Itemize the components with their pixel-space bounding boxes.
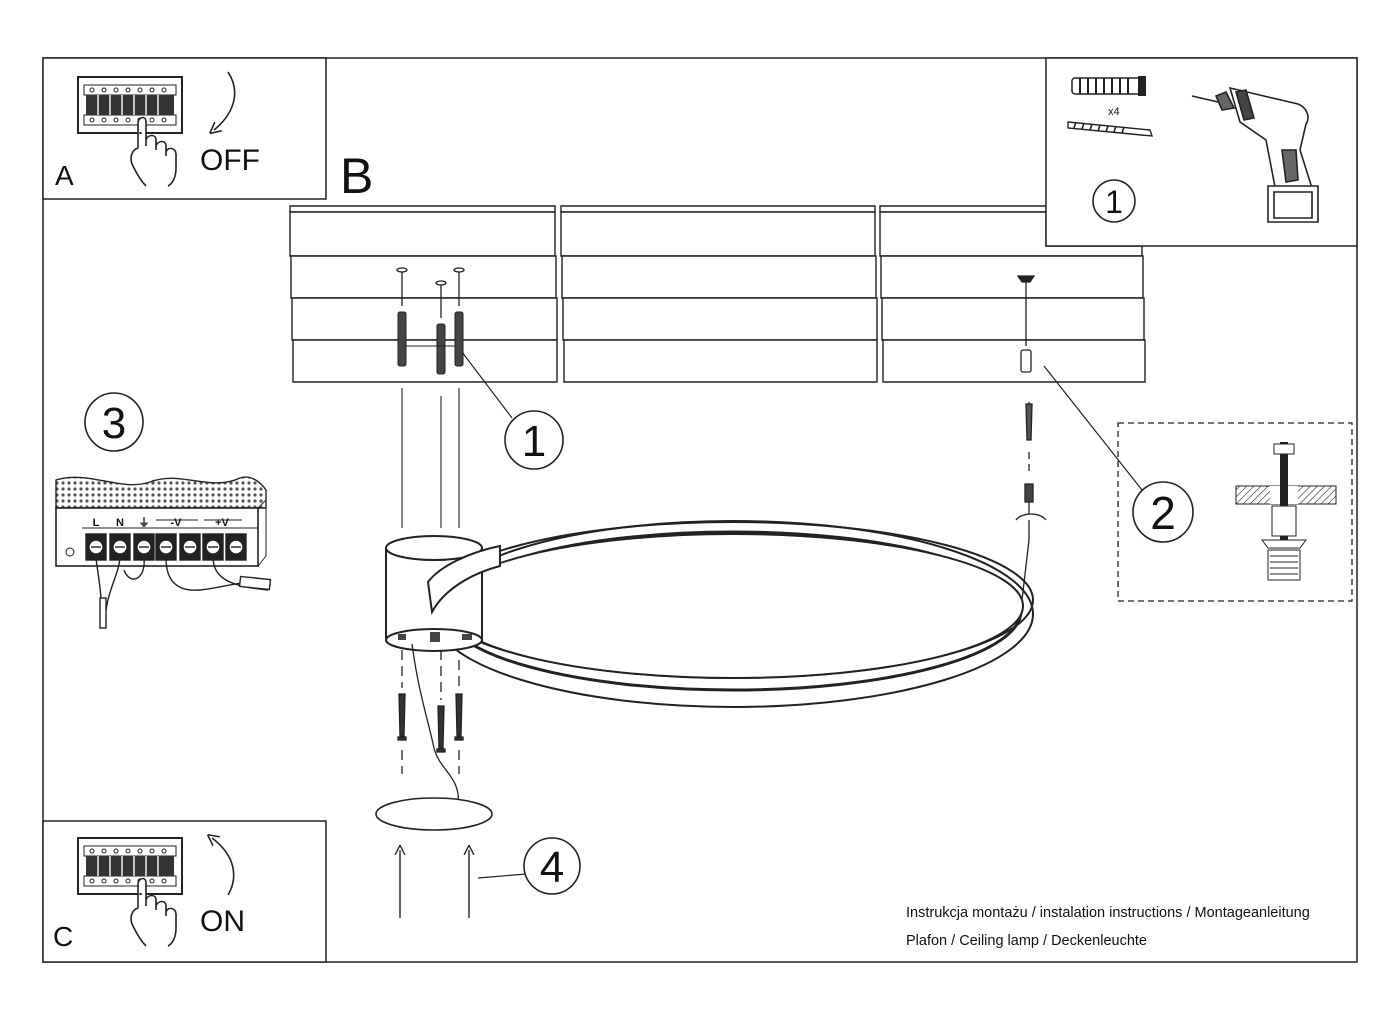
callout-1	[1092, 179, 1136, 223]
terminal-plus-v-label: +V	[215, 517, 229, 529]
panel-a-letter: A	[55, 160, 74, 191]
footer-title: Instrukcja montażu / instalation instruc…	[906, 905, 1310, 921]
callout-4-number: 4	[540, 843, 564, 892]
panel-a-switch-off: A OFF	[42, 57, 327, 200]
terminal-wires	[95, 557, 272, 629]
panel-b-letter: B	[340, 148, 373, 204]
cable-anchor	[1015, 275, 1047, 540]
lift-arrows	[400, 850, 469, 918]
kit-box: x4 1	[1045, 57, 1358, 247]
ring-lamp	[385, 520, 1034, 708]
wall-plug-icon	[1071, 76, 1146, 96]
cable-right	[1021, 539, 1030, 601]
callout-3-number: 3	[102, 399, 126, 448]
terminal-block: L N ⏚ -V +V	[55, 476, 272, 629]
ceiling-boards	[289, 205, 1146, 383]
ceiling-opening	[375, 797, 493, 831]
switch-on-label: ON	[200, 905, 245, 938]
callout-2-number: 2	[1150, 487, 1176, 539]
power-cable	[411, 643, 460, 809]
panel-c-letter: C	[53, 921, 73, 952]
callout-4-leader	[477, 873, 527, 879]
screw-icon	[1067, 121, 1154, 137]
outer-frame	[42, 57, 1358, 963]
callout-1-leader	[461, 351, 513, 419]
callout-1	[504, 410, 564, 470]
terminal-l-label: L	[93, 517, 100, 529]
callout-2-leader	[1043, 365, 1143, 491]
breaker-panel-icon	[77, 837, 183, 895]
terminal-minus-v-label: -V	[171, 517, 183, 529]
drill-icon	[1191, 86, 1319, 223]
panel-c-switch-on: C ON	[42, 820, 327, 963]
callout-2	[1132, 481, 1194, 543]
detail-anchor-box	[1117, 422, 1353, 602]
terminal-ground-label: ⏚	[139, 516, 150, 529]
mounting-guides	[401, 388, 460, 528]
arrow-up-icon	[212, 838, 235, 896]
kit-quantity: x4	[1108, 106, 1120, 118]
ceiling-screws	[396, 267, 465, 318]
footer-subtitle: Plafon / Ceiling lamp / Deckenleuchte	[906, 933, 1147, 949]
hand-icon	[130, 877, 177, 947]
callout-4	[523, 837, 581, 895]
wall-plug	[397, 311, 464, 375]
callout-3	[84, 392, 144, 452]
arrow-down-icon	[214, 71, 236, 130]
hand-icon	[130, 116, 177, 187]
terminal-screws	[85, 533, 247, 561]
canopy-screws	[397, 650, 464, 774]
terminal-n-label: N	[116, 517, 124, 529]
switch-off-label: OFF	[200, 144, 260, 177]
breaker-panel-icon	[77, 76, 183, 134]
callout-1-number: 1	[522, 417, 546, 466]
callout-1-number: 1	[1105, 184, 1123, 220]
